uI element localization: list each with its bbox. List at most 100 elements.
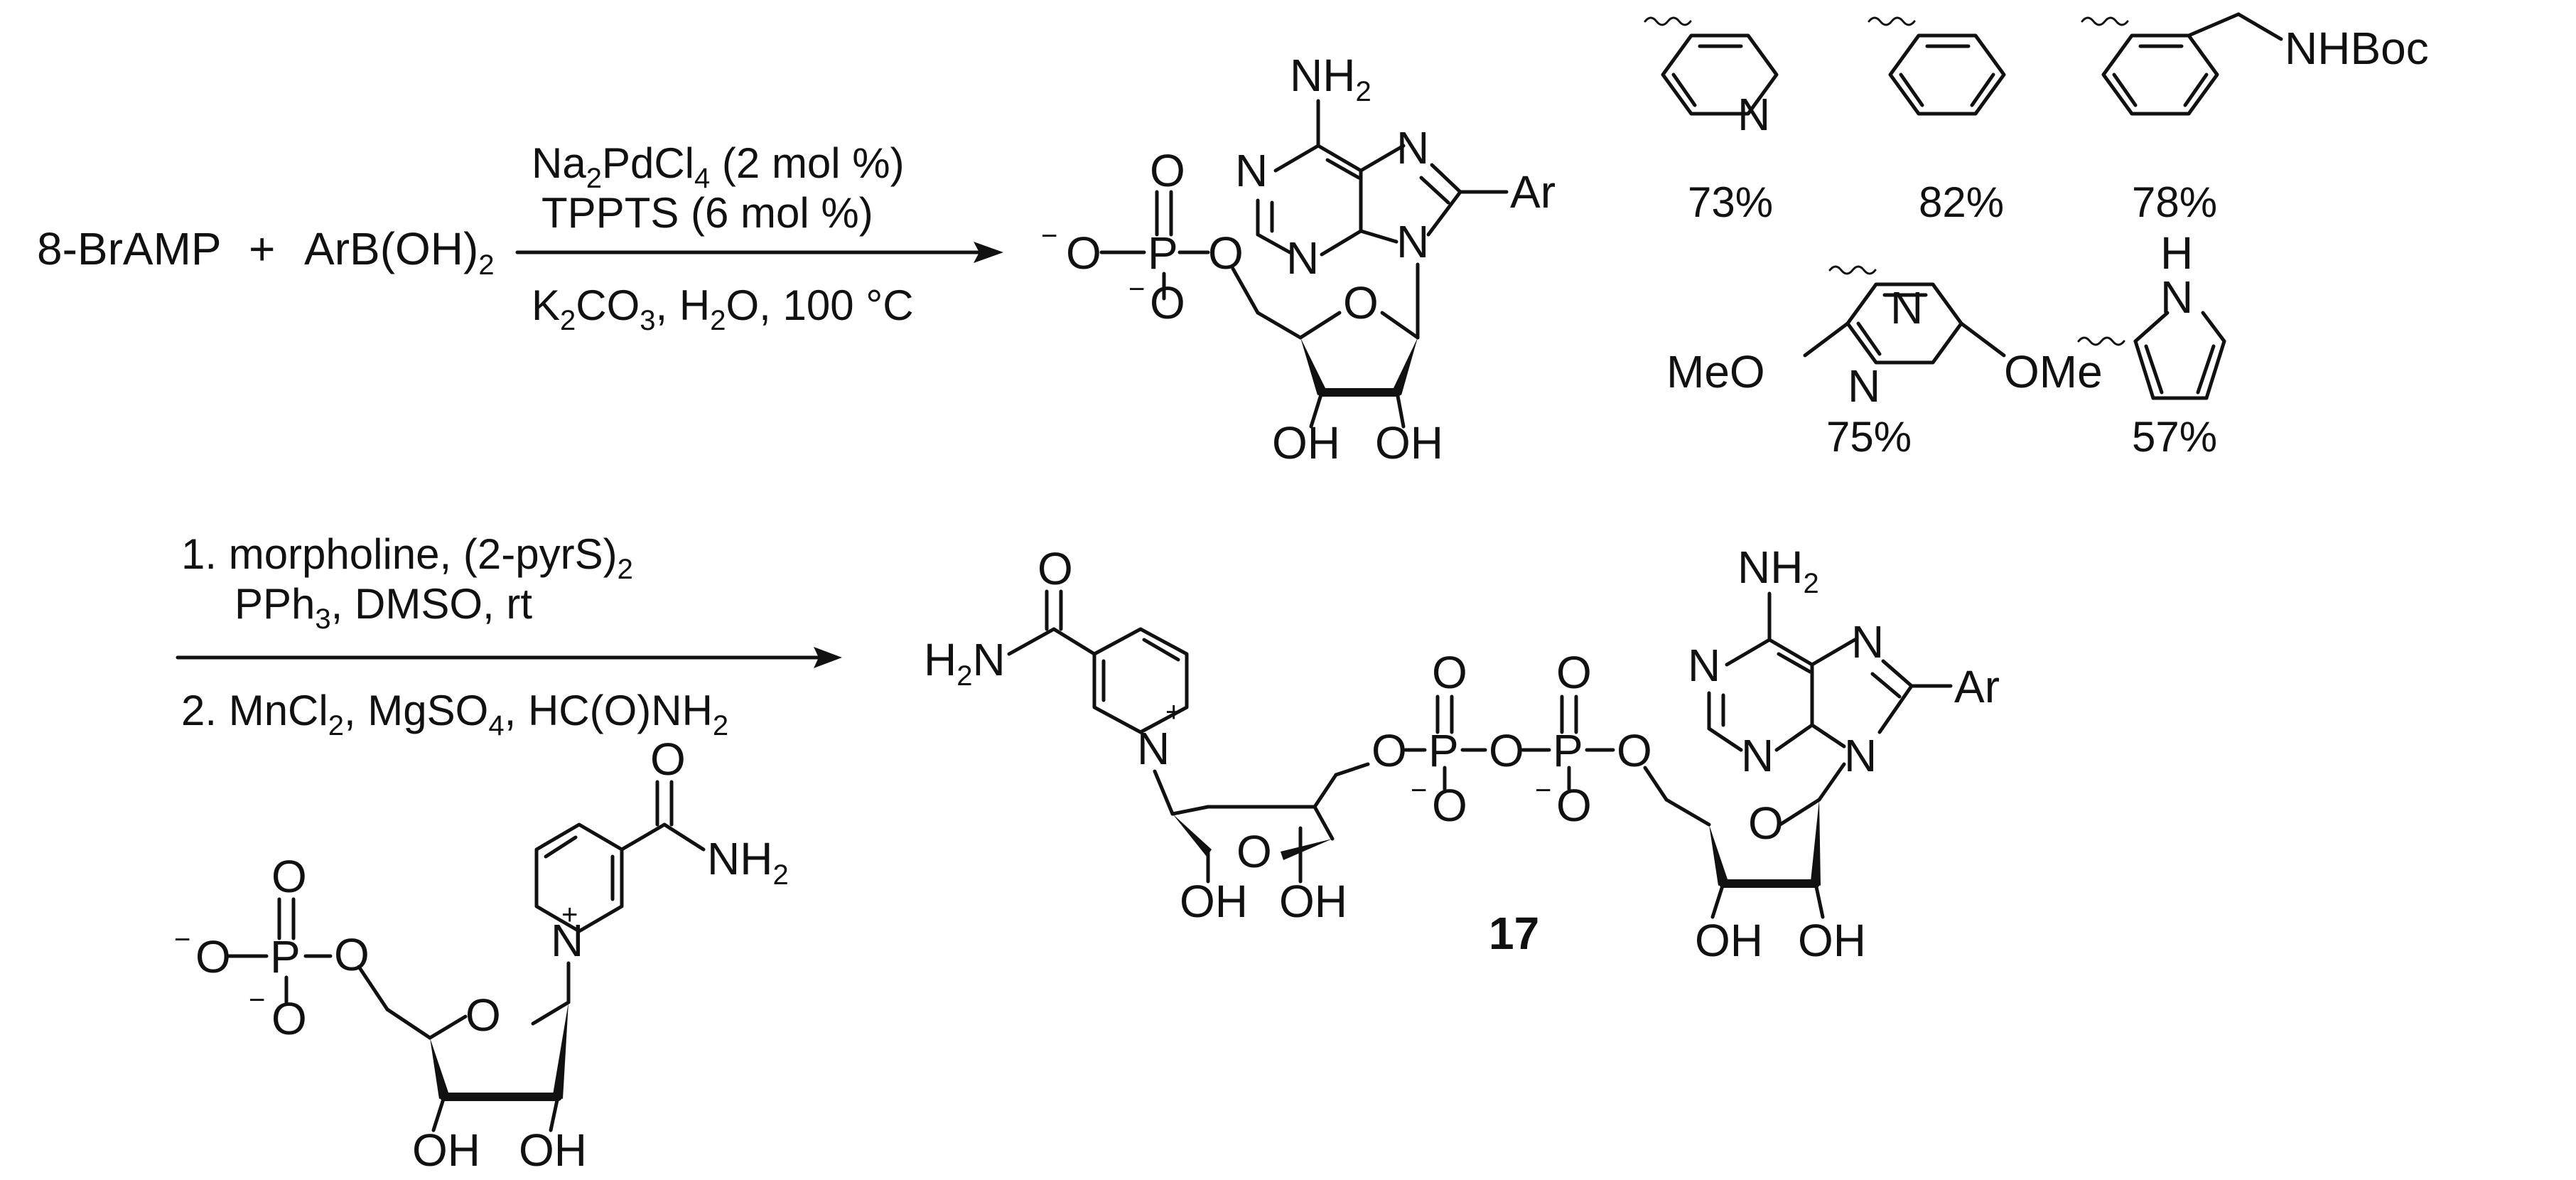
conditions-catalyst: Na2PdCl4 (2 mol %) — [532, 139, 905, 194]
bond — [1810, 638, 1857, 667]
charge-plus: + — [1165, 697, 1182, 728]
plus-sign: + — [249, 223, 275, 274]
atom-meo: MeO — [1666, 346, 1765, 397]
atom-o-minus: O — [1556, 780, 1592, 831]
reaction-1: 8-BrAMP + ArB(OH)2 Na2PdCl4 (2 mol %) TP… — [37, 139, 1003, 336]
wedge-bond — [1709, 825, 1728, 886]
bond — [2187, 12, 2241, 38]
atom-n9: N — [1844, 730, 1877, 781]
pyridinium-ring — [1092, 627, 1189, 734]
bond — [1313, 805, 1335, 841]
bond — [1803, 321, 1850, 358]
atom-p: P — [270, 931, 301, 982]
bond — [1320, 229, 1363, 257]
bond — [1774, 723, 1814, 752]
atom-nh2: NH2 — [1290, 50, 1371, 107]
attachment-point — [2081, 16, 2129, 26]
atom-n1: N — [1235, 145, 1268, 196]
bond — [2201, 311, 2226, 343]
conditions-step-1: 1. morpholine, (2-pyrS)2 — [181, 530, 633, 585]
atom-o-link: O — [1371, 725, 1407, 776]
bond — [1959, 321, 2006, 358]
bond — [1007, 627, 1056, 656]
atom-oh-3: OH — [1279, 876, 1347, 927]
bond — [1877, 684, 1914, 734]
attachment-point — [1868, 16, 1916, 26]
bond — [1814, 881, 1825, 919]
bond — [1870, 672, 1902, 699]
atom-n7: N — [1396, 122, 1429, 173]
bond — [1899, 73, 1924, 107]
atom-o-ring: O — [465, 989, 501, 1041]
attachment-point — [2077, 336, 2125, 346]
atom-ar: Ar — [1510, 166, 1556, 218]
pyridinium-ring — [534, 822, 624, 933]
bond — [1334, 762, 1370, 777]
bond — [1643, 766, 1669, 802]
compound-label-17: 17 — [1489, 908, 1539, 959]
bond — [2144, 344, 2164, 395]
atom-ome: OMe — [2004, 346, 2103, 397]
bond — [1419, 176, 1450, 205]
charge-minus: − — [1041, 220, 1057, 252]
atom-oh-2: OH — [1272, 417, 1340, 468]
bond — [1313, 773, 1338, 809]
wedge-bond — [1300, 338, 1326, 395]
atom-o-ring: O — [1343, 277, 1379, 328]
bond — [549, 1095, 560, 1132]
bond — [431, 1095, 446, 1132]
bond — [1153, 769, 1175, 816]
atom-o: O — [1038, 543, 1073, 594]
bond — [1778, 798, 1821, 827]
conditions-base: K2CO3, H2O, 100 °C — [532, 281, 914, 336]
bond — [1810, 723, 1846, 749]
wedge-bond — [1393, 338, 1418, 395]
atom-oh-2: OH — [412, 1125, 480, 1176]
ar-phenyl: 82% — [1868, 16, 2006, 226]
atom-o-minus: O — [1150, 277, 1185, 328]
atom-o5: O — [334, 929, 370, 980]
arrowhead-1 — [974, 242, 1003, 263]
ar-dimethoxypyrimidinyl: N N OMe MeO 75% — [1666, 265, 2103, 461]
ring — [1888, 33, 2006, 116]
reagent-nmn: O NH2 N + O OH OH O P O O − O − — [174, 734, 789, 1176]
bond — [1142, 638, 1180, 662]
wedge-bond — [1811, 800, 1821, 886]
wedge-bond — [1281, 839, 1332, 860]
charge-plus: + — [561, 899, 578, 930]
atom-oh-2: OH — [1695, 915, 1763, 966]
ar-3-pyridyl: N 73% — [1644, 16, 1779, 226]
bond — [385, 1007, 432, 1040]
bond — [1316, 144, 1363, 173]
atom-o5: O — [1208, 227, 1244, 279]
bond — [1380, 311, 1420, 340]
ring — [1661, 33, 1779, 116]
wedge-bond — [553, 1002, 568, 1099]
ar-groups: N 73% 82% NHBoc 78% — [1644, 12, 2429, 461]
atom-nh2: NH2 — [1737, 542, 1819, 599]
atom-n1: N — [1688, 640, 1720, 691]
wedge-bond — [1173, 814, 1212, 857]
reaction-2: 1. morpholine, (2-pyrS)2 PPh3, DMSO, rt … — [176, 530, 842, 741]
bond — [1298, 311, 1342, 340]
bond — [1767, 638, 1814, 667]
bond — [1273, 144, 1320, 173]
bond — [1707, 726, 1743, 752]
attachment-point — [1828, 265, 1877, 275]
bond — [2183, 73, 2209, 107]
bond — [1426, 190, 1462, 237]
bond — [1856, 321, 1882, 356]
atom-n9: N — [1396, 216, 1429, 267]
bond — [1710, 881, 1725, 919]
ar-pyrrolyl: H N 57% — [2077, 227, 2226, 461]
charge-minus: − — [249, 985, 265, 1016]
conditions-step-2: 2. MnCl2, MgSO4, HC(O)NH2 — [181, 687, 728, 741]
bond — [1309, 390, 1324, 429]
bond — [1052, 627, 1096, 656]
atom-n3: N — [1741, 730, 1774, 781]
bond — [2196, 344, 2216, 395]
bond — [1256, 232, 1292, 254]
atom-nhboc: NHBoc — [2285, 23, 2429, 74]
bond — [1725, 638, 1772, 667]
